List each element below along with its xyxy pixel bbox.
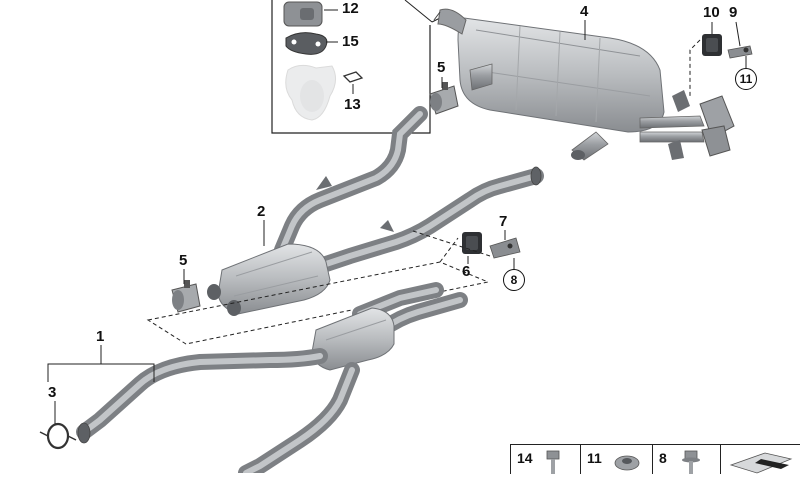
callout-6: 6: [462, 263, 471, 280]
dashed-assembly-frame: [146, 261, 490, 345]
callout-9: 9: [729, 4, 738, 21]
clamp-part-5-lower: [171, 280, 201, 313]
leader-lines: [47, 20, 747, 424]
callout-12: 12: [342, 0, 359, 17]
callout-3: 3: [48, 384, 57, 401]
bracket-part-7: [489, 237, 521, 259]
callout-7: 7: [499, 213, 508, 230]
legend-cell-11: 11: [580, 444, 654, 474]
rubber-mount-part-6: [462, 232, 482, 254]
actuator-part-12: [283, 1, 338, 27]
center-pipe-part-2: [207, 106, 544, 316]
circled-callout-8: 8: [503, 269, 525, 291]
legend-cell-shim: [720, 444, 800, 474]
clip-part-13: [342, 71, 364, 94]
callout-1: 1: [96, 328, 105, 345]
bracket-part-9: [727, 45, 753, 59]
callout-5-lower: 5: [179, 252, 188, 269]
flange-bolt-icon: [682, 450, 700, 474]
dashed-leader-bracket: [409, 229, 491, 257]
callout-2: 2: [257, 203, 266, 220]
dashed-leader-10: [689, 39, 701, 96]
legend-label-8: 8: [659, 450, 667, 466]
rear-muffler-part-4: [433, 8, 735, 161]
front-pipe-part-1: [76, 282, 468, 478]
callout-13: 13: [344, 96, 361, 113]
legend-cell-8: 8: [652, 444, 722, 474]
circled-callout-11: 11: [735, 68, 757, 90]
clamp-part-5-upper: [429, 82, 459, 115]
legend-cell-14: 14: [510, 444, 582, 474]
callout-5-upper: 5: [437, 59, 446, 76]
callout-15: 15: [342, 33, 359, 50]
dashed-leader-6: [439, 237, 459, 263]
inset-detail-box: [271, 0, 441, 134]
bolt-icon: [546, 450, 560, 474]
rubber-mount-part-10: [702, 34, 722, 56]
callout-10: 10: [703, 4, 720, 21]
gasket-part-15: [285, 32, 338, 55]
legend-label-11: 11: [587, 450, 602, 466]
clamp-part-3: [39, 422, 77, 450]
callout-4: 4: [580, 3, 589, 20]
flap-housing-faded: [285, 64, 336, 121]
nut-icon: [614, 455, 640, 471]
shim-plate-icon: [729, 452, 793, 474]
legend-label-14: 14: [517, 450, 533, 466]
